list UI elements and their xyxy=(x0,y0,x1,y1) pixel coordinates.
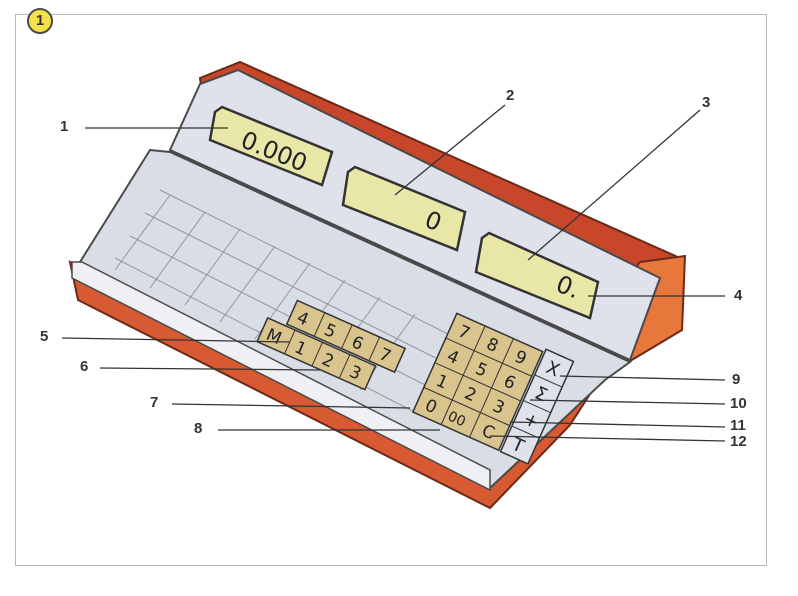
callout-7: 7 xyxy=(150,394,159,411)
leader-lines xyxy=(61,104,726,442)
callout-4: 4 xyxy=(734,287,743,304)
callout-6: 6 xyxy=(80,358,89,375)
right-keypad: 7 8 9 4 5 6 1 2 3 0 00 C xyxy=(411,312,544,452)
callout-10: 10 xyxy=(730,395,747,412)
callout-9: 9 xyxy=(732,371,741,388)
function-keys: X Σ + T xyxy=(499,348,575,465)
callout-5: 5 xyxy=(40,328,49,345)
callout-2: 2 xyxy=(506,87,515,104)
figure-frame xyxy=(15,14,767,566)
display-bar-edge xyxy=(169,149,631,361)
display-3-window xyxy=(474,231,600,320)
callout-1: 1 xyxy=(60,118,69,135)
callout-8: 8 xyxy=(194,420,203,437)
display-2-window xyxy=(341,165,467,252)
display-1-window xyxy=(208,105,334,187)
callout-11: 11 xyxy=(730,417,746,434)
front-rail xyxy=(71,261,491,492)
callout-3: 3 xyxy=(702,94,711,111)
callout-12: 12 xyxy=(730,433,747,450)
left-keypad: 4 5 6 7 M 1 2 3 xyxy=(256,299,407,391)
figure-number-badge: 1 xyxy=(27,8,53,34)
right-key-00[interactable]: 00 xyxy=(445,409,468,431)
